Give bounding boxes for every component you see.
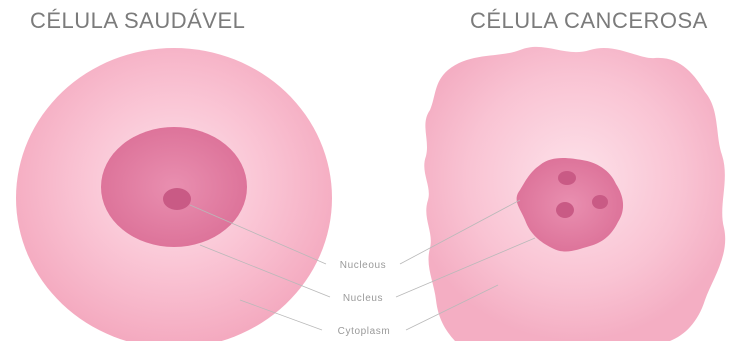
cancer-nucleolus-1: [558, 171, 576, 185]
healthy-nucleus: [101, 127, 247, 247]
healthy-cell: [16, 48, 332, 341]
healthy-nucleolus: [163, 188, 191, 210]
cancer-cell: [424, 47, 725, 341]
label-cytoplasm: Cytoplasm: [338, 326, 391, 337]
label-nucleolus: Nucleous: [340, 260, 387, 271]
label-nucleus: Nucleus: [343, 293, 383, 304]
cancer-nucleolus-3: [592, 195, 608, 209]
cancer-nucleolus-2: [556, 202, 574, 218]
